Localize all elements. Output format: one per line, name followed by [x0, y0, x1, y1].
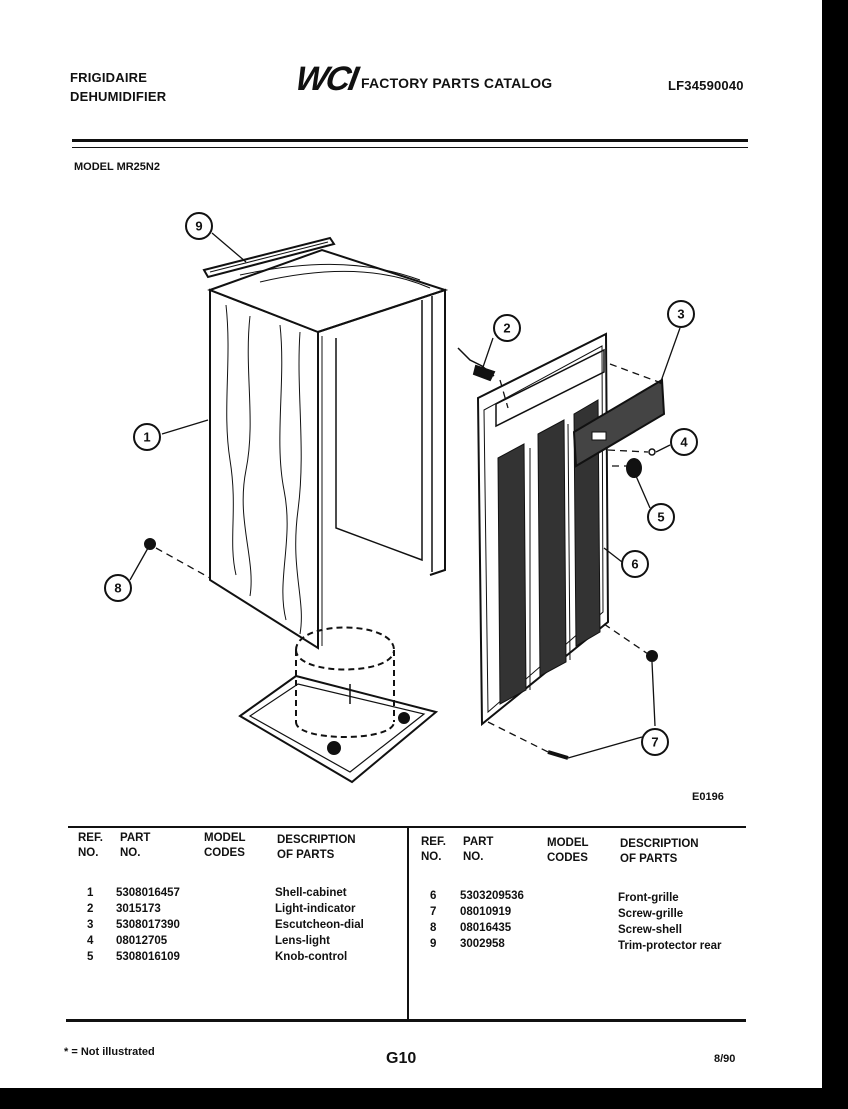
brand-name: FRIGIDAIRE [70, 70, 148, 85]
callout-6-label: 6 [631, 557, 638, 572]
catalog-number: LF34590040 [668, 78, 744, 93]
ref-no-header-left: REF. NO. [78, 832, 103, 859]
table-top-rule [68, 826, 746, 828]
product-type: DEHUMIDIFIER [70, 89, 167, 104]
scan-border-right [822, 0, 848, 1109]
callout-7 [641, 728, 669, 756]
table-row-ref: 3 [87, 919, 94, 931]
callout-circles [104, 212, 698, 756]
description-header-right: DESCRIPTION OF PARTS [620, 838, 699, 865]
callout-2 [493, 314, 521, 342]
callout-8 [104, 574, 132, 602]
callout-1-label: 1 [143, 430, 150, 445]
callout-8-label: 8 [114, 581, 121, 596]
callout-9 [185, 212, 213, 240]
scan-border-bottom [0, 1088, 848, 1109]
callout-9-label: 9 [195, 219, 202, 234]
table-row-ref: 8 [430, 922, 437, 934]
table-row-part: 5303209536 [460, 890, 524, 902]
table-row-desc: Front-grille [618, 892, 679, 904]
callout-2-label: 2 [503, 321, 510, 336]
indicator-light-part [457, 347, 496, 382]
table-row-desc: Screw-grille [618, 908, 684, 920]
grille-screw-part-a [646, 650, 658, 662]
table-divider [407, 828, 409, 1020]
table-row-desc: Escutcheon-dial [275, 919, 364, 931]
table-row-ref: 7 [430, 906, 437, 918]
part-column-left: 5308016457 3015173 5308017390 08012705 5… [116, 885, 180, 965]
table-row-part: 3002958 [460, 938, 505, 950]
callout-7-label: 7 [651, 735, 658, 750]
figure-code: E0196 [692, 791, 724, 803]
page-code: G10 [386, 1050, 417, 1067]
base-compressor-part [238, 626, 439, 784]
control-knob-part [626, 458, 642, 478]
table-bottom-rule [66, 1019, 746, 1022]
table-row-ref: 4 [87, 935, 94, 947]
description-header-left: DESCRIPTION OF PARTS [277, 834, 356, 861]
cabinet-shell-part [207, 248, 449, 650]
table-row-ref: 6 [430, 890, 437, 902]
model-codes-header-right: MODEL CODES [547, 837, 589, 864]
table-row-part: 3015173 [116, 903, 161, 915]
lens-light-part [648, 448, 656, 456]
exploded-diagram: 9 1 2 3 4 5 6 7 8 [104, 212, 698, 784]
table-row-desc: Lens-light [275, 935, 330, 947]
header-rule-thick [72, 139, 748, 142]
table-row-ref: 1 [87, 887, 94, 899]
callout-4 [670, 428, 698, 456]
table-row-desc: Light-indicator [275, 903, 356, 915]
part-no-header-left: PART NO. [120, 832, 151, 859]
table-row-part: 5308016109 [116, 951, 180, 963]
table-row-part: 08012705 [116, 935, 168, 947]
table-row-desc: Screw-shell [618, 924, 682, 936]
callout-6 [621, 550, 649, 578]
revision-date: 8/90 [714, 1053, 736, 1065]
leader-lines [129, 232, 681, 759]
table-row-desc: Knob-control [275, 951, 348, 963]
table-row-part: 08016435 [460, 922, 512, 934]
table-row-part: 08010919 [460, 906, 512, 918]
header-rule-thin [72, 147, 748, 148]
table-row-part: 5308016457 [116, 887, 180, 899]
ref-column-left: 1 2 3 4 5 [87, 885, 93, 965]
callout-5-label: 5 [657, 510, 664, 525]
table-row-desc: Trim-protector rear [618, 940, 722, 952]
assembly-lines [155, 363, 665, 753]
desc-column-left: Shell-cabinet Light-indicator Escutcheon… [275, 885, 364, 965]
model-label: MODEL MR25N2 [74, 161, 160, 173]
front-grille-part [476, 332, 610, 727]
callout-4-label: 4 [680, 435, 688, 450]
shell-screw-part [144, 538, 156, 550]
catalog-page: FRIGIDAIRE DEHUMIDIFIER WCI FACTORY PART… [0, 0, 822, 1088]
ref-column-right: 6 7 8 9 [430, 888, 436, 952]
model-codes-header-left: MODEL CODES [204, 832, 246, 859]
escutcheon-dial-part [572, 378, 666, 468]
callout-5 [647, 503, 675, 531]
callout-1 [133, 423, 161, 451]
part-no-header-right: PART NO. [463, 836, 494, 863]
grille-screw-part-b [547, 750, 569, 760]
part-column-right: 5303209536 08010919 08016435 3002958 [460, 888, 524, 952]
table-row-part: 5308017390 [116, 919, 180, 931]
ref-no-header-right: REF. NO. [421, 836, 446, 863]
not-illustrated-note: * = Not illustrated [64, 1046, 155, 1058]
catalog-title: FACTORY PARTS CATALOG [361, 75, 553, 91]
table-row-ref: 5 [87, 951, 94, 963]
trim-protector-part [202, 236, 336, 279]
table-row-ref: 9 [430, 938, 437, 950]
table-row-desc: Shell-cabinet [275, 887, 347, 899]
callout-3-label: 3 [677, 307, 684, 322]
table-row-ref: 2 [87, 903, 94, 915]
desc-column-right: Front-grille Screw-grille Screw-shell Tr… [618, 890, 722, 954]
callout-3 [667, 300, 695, 328]
